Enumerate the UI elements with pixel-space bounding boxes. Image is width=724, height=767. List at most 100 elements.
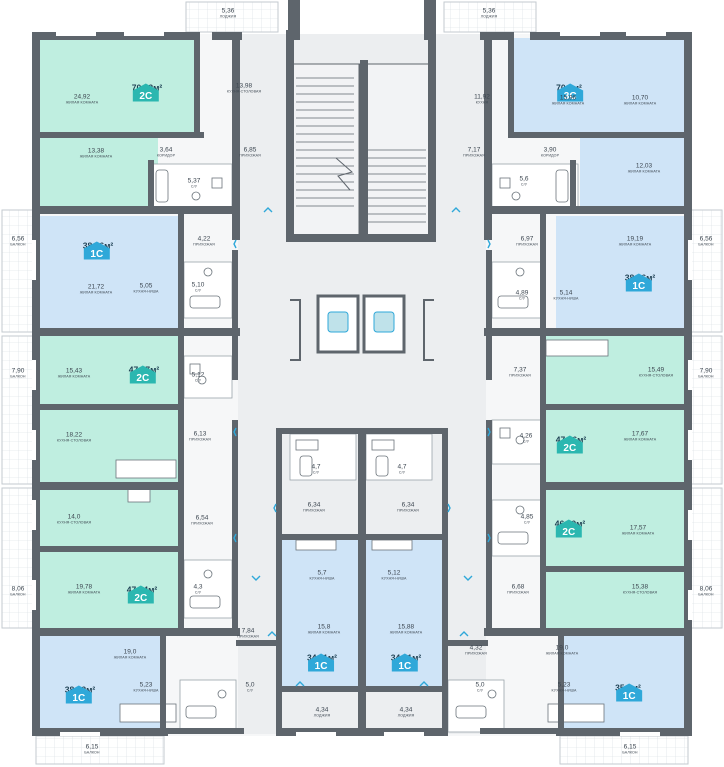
room-name: жилая комната [57,374,91,379]
room-area: 15,8 [317,623,331,631]
room-label: 3,64коридор [157,147,175,159]
room-label: 19,19жилая комната [619,235,652,248]
room-label: 6,68прихожая [507,584,529,596]
room-name: с/у [194,288,202,293]
room-name: прихожая [303,508,325,513]
room-area: 5,6 [519,175,529,183]
room-area: 5,12 [387,569,401,577]
room-area: 8,06 [11,585,25,593]
room-label: 8,06балкон [698,586,713,598]
room-name: прихожая [193,242,215,247]
apartment-house-icon: 2С [556,435,583,454]
room-area: 4,89 [515,289,529,297]
room-name: с/у [522,439,530,444]
room-area: 4,7 [311,463,321,471]
room-label: 6,56балкон [10,236,26,248]
room-name: жилая комната [65,100,99,105]
room-name: балкон [10,592,26,597]
room-area: 15,49 [647,366,665,374]
apartment-house-icon: 1С [83,241,110,260]
room-label: 5,12с/у [192,372,205,384]
room-area: 5,0 [245,681,255,689]
room-area: 13,98 [235,82,253,90]
room-name: кухня [475,100,489,105]
apartment-type: 2С [136,373,149,384]
apartment-type: 1С [398,661,411,672]
room-name: с/у [520,182,528,187]
room-area: 19,19 [626,235,644,243]
room-area: 4,85 [520,513,534,521]
room-label: 24,92жилая комната [65,94,99,106]
apartment-house-icon: 3С [557,83,584,102]
room-name: балкон [10,242,26,247]
room-name: жилая комната [551,101,585,106]
room-area: 15,96 [559,94,577,102]
room-name: жилая комната [307,630,341,635]
door-markers [233,207,491,687]
room-label: 6,13прихожая [189,430,211,443]
apartment-type: 2С [139,91,152,102]
room-name: прихожая [239,153,261,158]
room-label: 14,0кухня-столовая [57,514,91,526]
room-label: 5,37с/у [188,178,201,190]
room-label: 15,88жилая комната [389,624,423,636]
windows [32,32,692,736]
apartment-badge: 70,82м²2С [132,83,162,103]
apartment-type: 1С [90,249,103,260]
room-label: 13,98кухня-столовая [227,82,261,95]
apartment-badge: 38,06м²1С [83,241,113,261]
room-label: 7,84прихожая [237,628,259,640]
room-area: 6,85 [243,146,257,154]
room-name: кухня-ниша [381,576,407,581]
room-label: 4,22прихожая [193,236,215,248]
room-area: 6,15 [85,743,99,751]
room-label: 7,90балкон [10,368,25,380]
room-label: 5,0с/у [475,682,484,694]
room-area: 19,0 [555,644,569,652]
apartment-badge: 38,16м²1С [625,273,655,293]
room-label: 4,85с/у [520,513,534,526]
room-area: 4,7 [397,463,407,471]
room-name: кухня-столовая [638,373,674,378]
room-area: 11,92 [474,93,490,101]
room-name: жилая комната [389,630,423,635]
room-name: кухня-ниша [133,688,159,693]
room-name: с/у [312,470,320,475]
room-area: 7,90 [699,367,713,375]
room-name: с/у [190,184,198,189]
room-area: 5,36 [482,7,496,15]
room-name: жилая комната [545,651,579,656]
room-area: 4,26 [519,432,533,440]
room-name: прихожая [397,508,419,513]
room-label: 15,49кухня-столовая [638,366,674,379]
balcony-bottom-left [35,735,165,765]
balcony-top-right [443,1,537,33]
room-label: 19,78жилая комната [67,584,101,596]
room-name: кухня-ниша [309,576,335,581]
room-area: 6,56 [699,235,713,243]
room-name: прихожая [509,373,531,378]
room-area: 21,72 [87,283,105,291]
room-area: 4,34 [315,706,329,714]
apartment-type: 2С [134,593,147,604]
room-label: 4,89с/у [515,289,529,302]
apartment-type: 1С [72,693,85,704]
room-label: 19,0жилая комната [114,649,147,661]
room-label: 5,6с/у [519,175,529,188]
room-name: жилая комната [67,590,101,595]
room-label: 4,3с/у [193,584,202,596]
room-label: 6,15балкон [622,744,637,756]
room-name: кухня-ниша [553,296,579,301]
room-label: 6,34прихожая [303,501,325,514]
room-label: 6,85прихожая [239,146,261,159]
room-area: 6,34 [307,501,321,509]
apartment-badge: 47,27м²2С [129,365,159,385]
room-area: 17,67 [631,430,649,438]
apartment-badge: 47,16м²2С [556,435,586,455]
balcony-right-2 [687,335,723,485]
apartment-badge: 34,11м²1С [307,653,337,673]
balcony-left-2 [1,335,37,485]
balcony-left-3 [1,487,37,629]
room-area: 6,13 [193,430,207,438]
